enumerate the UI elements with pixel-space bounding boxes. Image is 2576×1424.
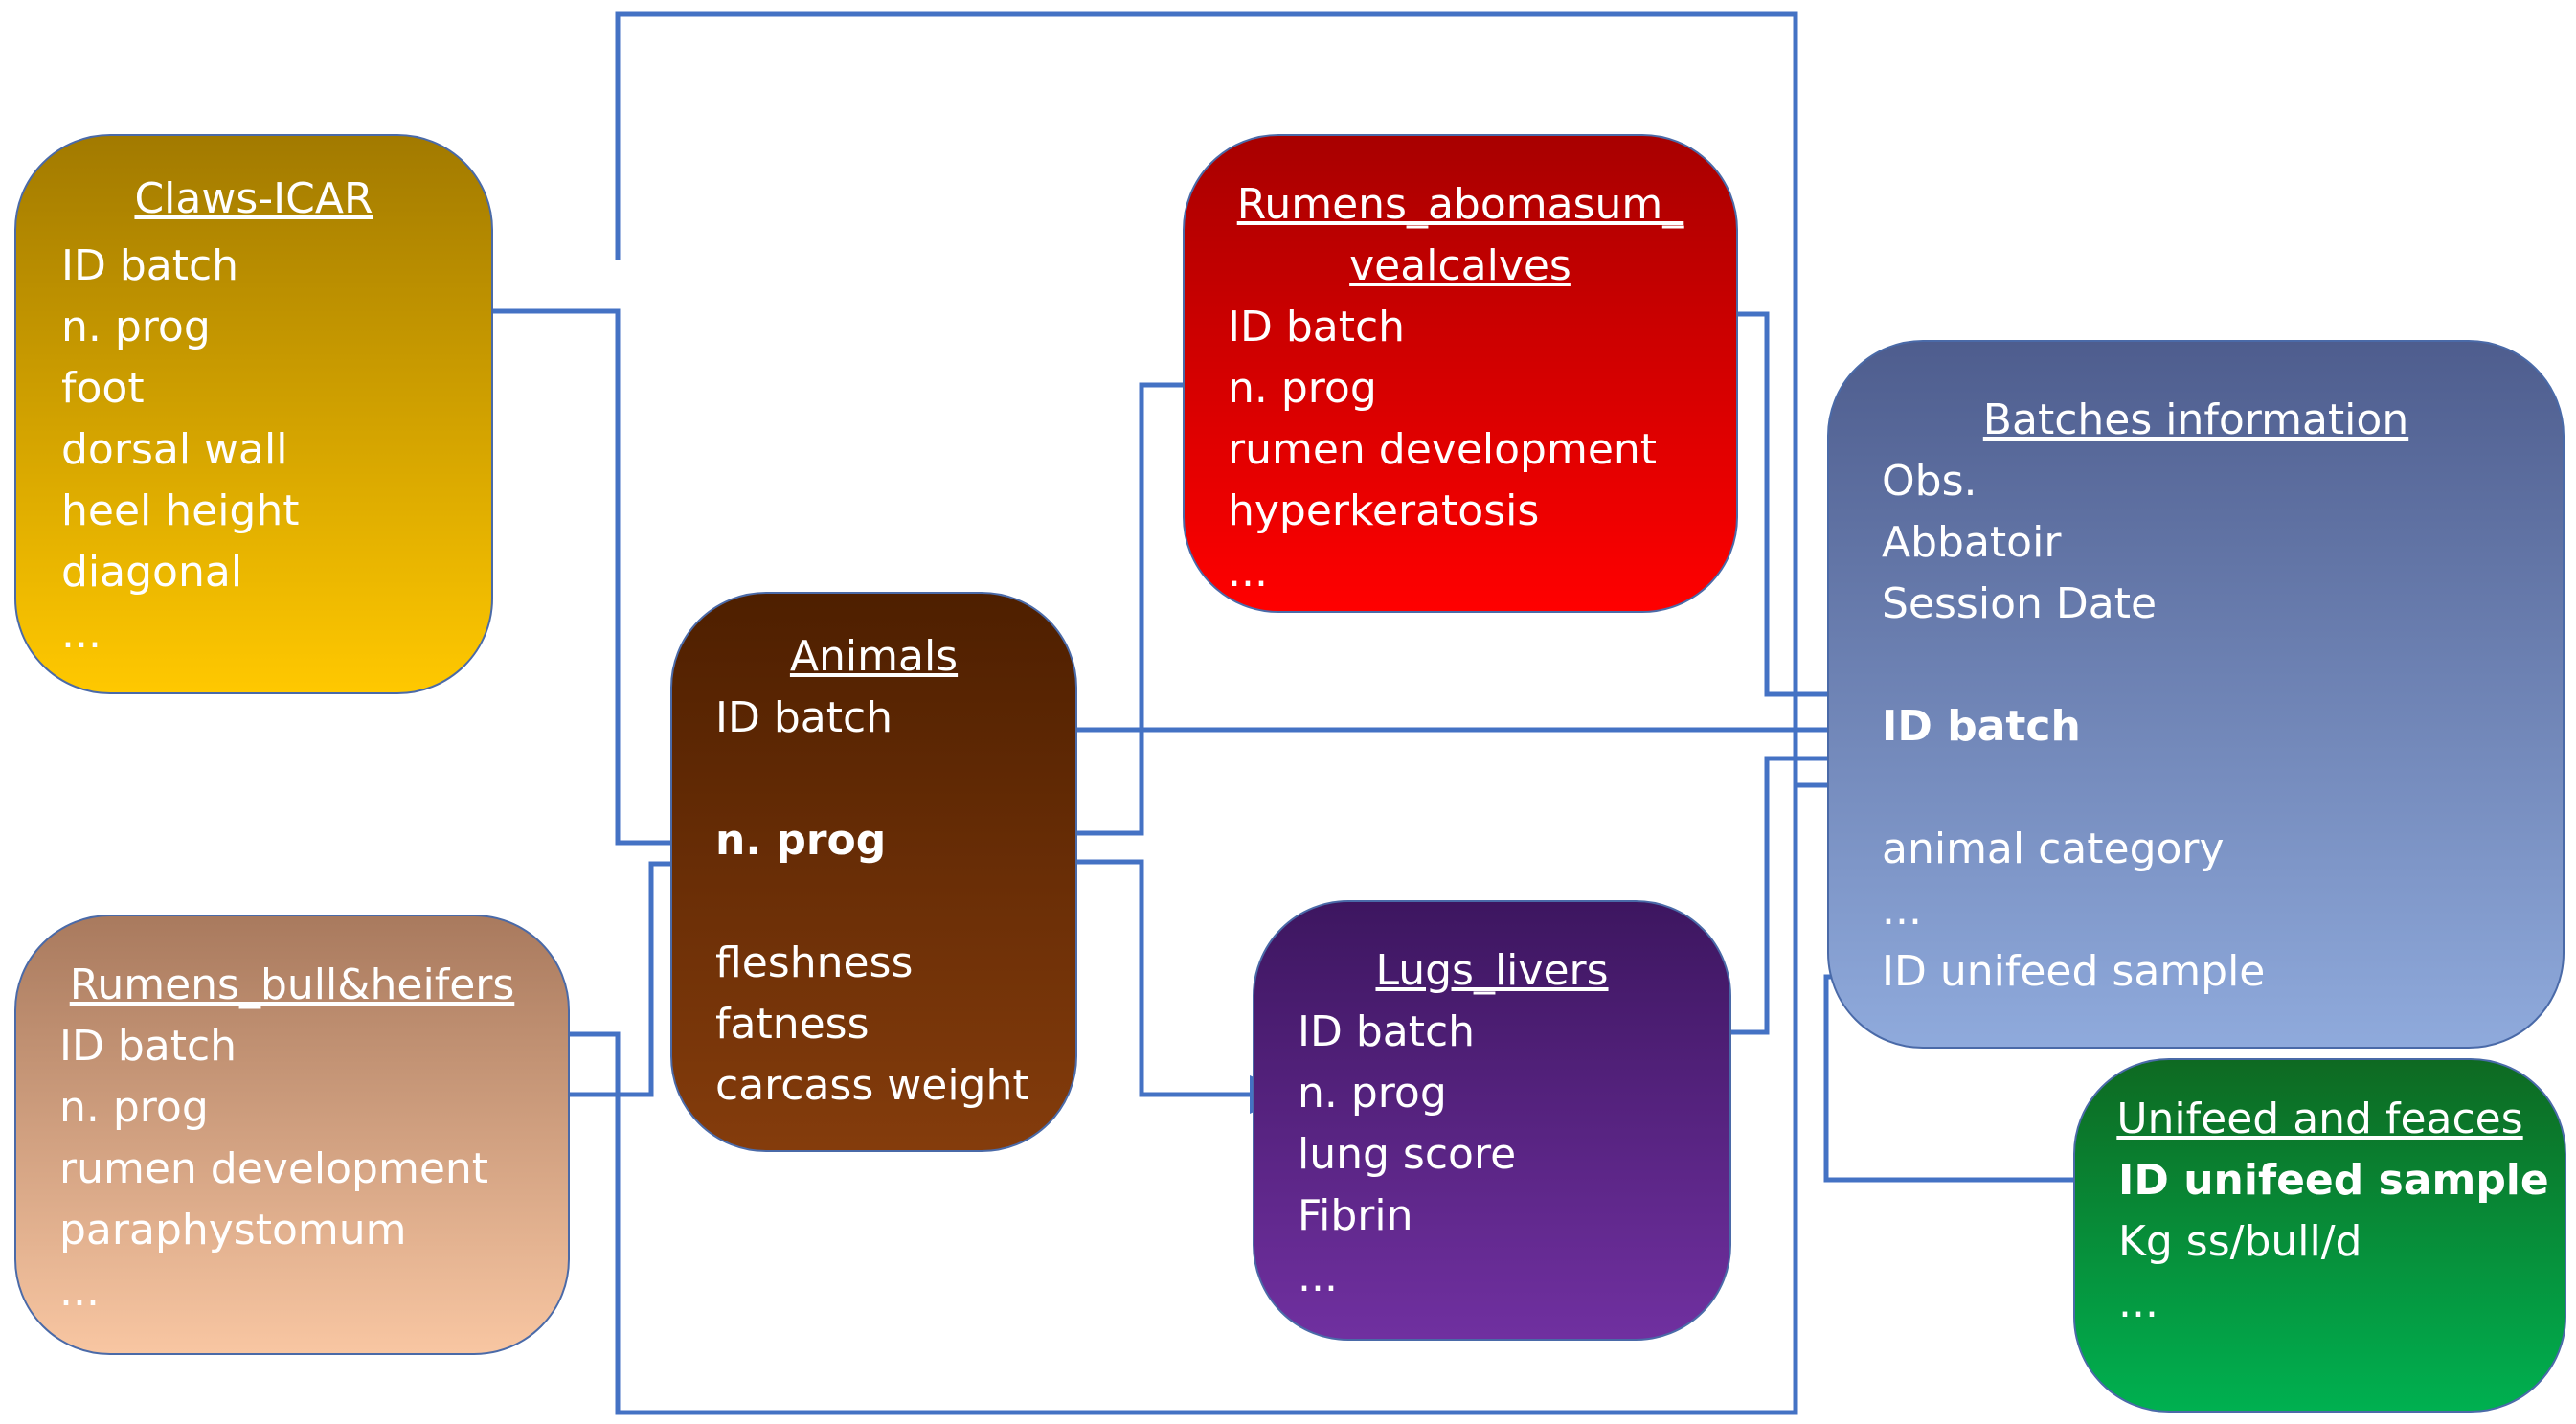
rumens-vealcalves-title-line1: Rumens_abomasum_ (1236, 180, 1684, 229)
animals-field-fleshness: fleshness (715, 938, 914, 987)
connector-claws-idbatch (254, 11, 1798, 1415)
claws-icar-box: Claws-ICAR ID batch n. prog foot dorsal … (14, 134, 493, 694)
rumens-vealcalves-field-n-prog: n. prog (1228, 364, 1377, 413)
rumens-bull-field-paraphystomum: paraphystomum (59, 1206, 407, 1254)
lungs-field-lung-score: lung score (1298, 1130, 1517, 1179)
claws-field-id-batch: ID batch (61, 241, 239, 290)
animals-title: Animals (789, 632, 959, 681)
unifeed-field-kg-ss-bull-d: Kg ss/bull/d (2118, 1217, 2362, 1266)
unifeed-field-ellipsis: ... (2118, 1278, 2158, 1327)
rumens-bull-field-rumen-development: rumen development (59, 1144, 489, 1193)
animals-field-fatness: fatness (715, 1000, 870, 1049)
batches-information-box: Batches information Obs. Abbatoir Sessio… (1827, 340, 2565, 1049)
animals-field-carcass-weight: carcass weight (715, 1061, 1029, 1110)
rumens-vealcalves-field-ellipsis: ... (1228, 548, 1268, 597)
rumens-vealcalves-field-hyperkeratosis: hyperkeratosis (1228, 486, 1540, 535)
batches-field-id-batch: ID batch (1882, 702, 2081, 751)
claws-field-diagonal: diagonal (61, 548, 243, 597)
unifeed-title: Unifeed and feaces (2116, 1095, 2523, 1143)
batches-field-ellipsis: ... (1882, 886, 1922, 935)
claws-field-heel-height: heel height (61, 486, 300, 535)
rumens-bull-field-ellipsis: ... (59, 1267, 100, 1316)
unifeed-feaces-box: Unifeed and feaces ID unifeed sample Kg … (2073, 1058, 2566, 1413)
claws-field-n-prog: n. prog (61, 303, 211, 351)
rumens-bull-heifers-box: Rumens_bull&heifers ID batch n. prog rum… (14, 915, 570, 1355)
animals-box: Animals ID batch n. prog fleshness fatne… (670, 592, 1077, 1152)
lungs-field-ellipsis: ... (1298, 1253, 1338, 1301)
batches-title: Batches information (1982, 396, 2409, 444)
animals-field-id-batch: ID batch (715, 693, 893, 742)
rumens-bull-heifers-title: Rumens_bull&heifers (69, 961, 515, 1009)
lungs-livers-box: Lugs_livers ID batch n. prog lung score … (1253, 900, 1731, 1341)
lungs-field-fibrin: Fibrin (1298, 1191, 1413, 1240)
lungs-field-id-batch: ID batch (1298, 1007, 1476, 1056)
rumens-vealcalves-box: Rumens_abomasum_ vealcalves ID batch n. … (1183, 134, 1738, 613)
rumens-bull-field-id-batch: ID batch (59, 1022, 237, 1071)
rumens-vealcalves-field-rumen-development: rumen development (1228, 425, 1658, 474)
claws-field-ellipsis: ... (61, 609, 102, 658)
batches-field-id-unifeed-sample: ID unifeed sample (1882, 947, 2266, 996)
batches-field-session-date: Session Date (1882, 579, 2158, 628)
rumens-vealcalves-title-line2: vealcalves (1349, 241, 1571, 290)
unifeed-field-id-unifeed-sample: ID unifeed sample (2118, 1156, 2549, 1205)
animals-field-n-prog: n. prog (715, 816, 887, 865)
rumens-bull-field-n-prog: n. prog (59, 1083, 209, 1132)
claws-field-dorsal-wall: dorsal wall (61, 425, 288, 474)
batches-field-animal-category: animal category (1882, 825, 2225, 873)
lungs-field-n-prog: n. prog (1298, 1069, 1447, 1118)
batches-field-abbatoir: Abbatoir (1882, 518, 2062, 567)
claws-field-foot: foot (61, 364, 145, 413)
lungs-livers-title: Lugs_livers (1375, 946, 1609, 995)
batches-field-obs: Obs. (1882, 457, 1977, 506)
rumens-vealcalves-field-id-batch: ID batch (1228, 303, 1406, 351)
claws-title: Claws-ICAR (134, 174, 373, 223)
